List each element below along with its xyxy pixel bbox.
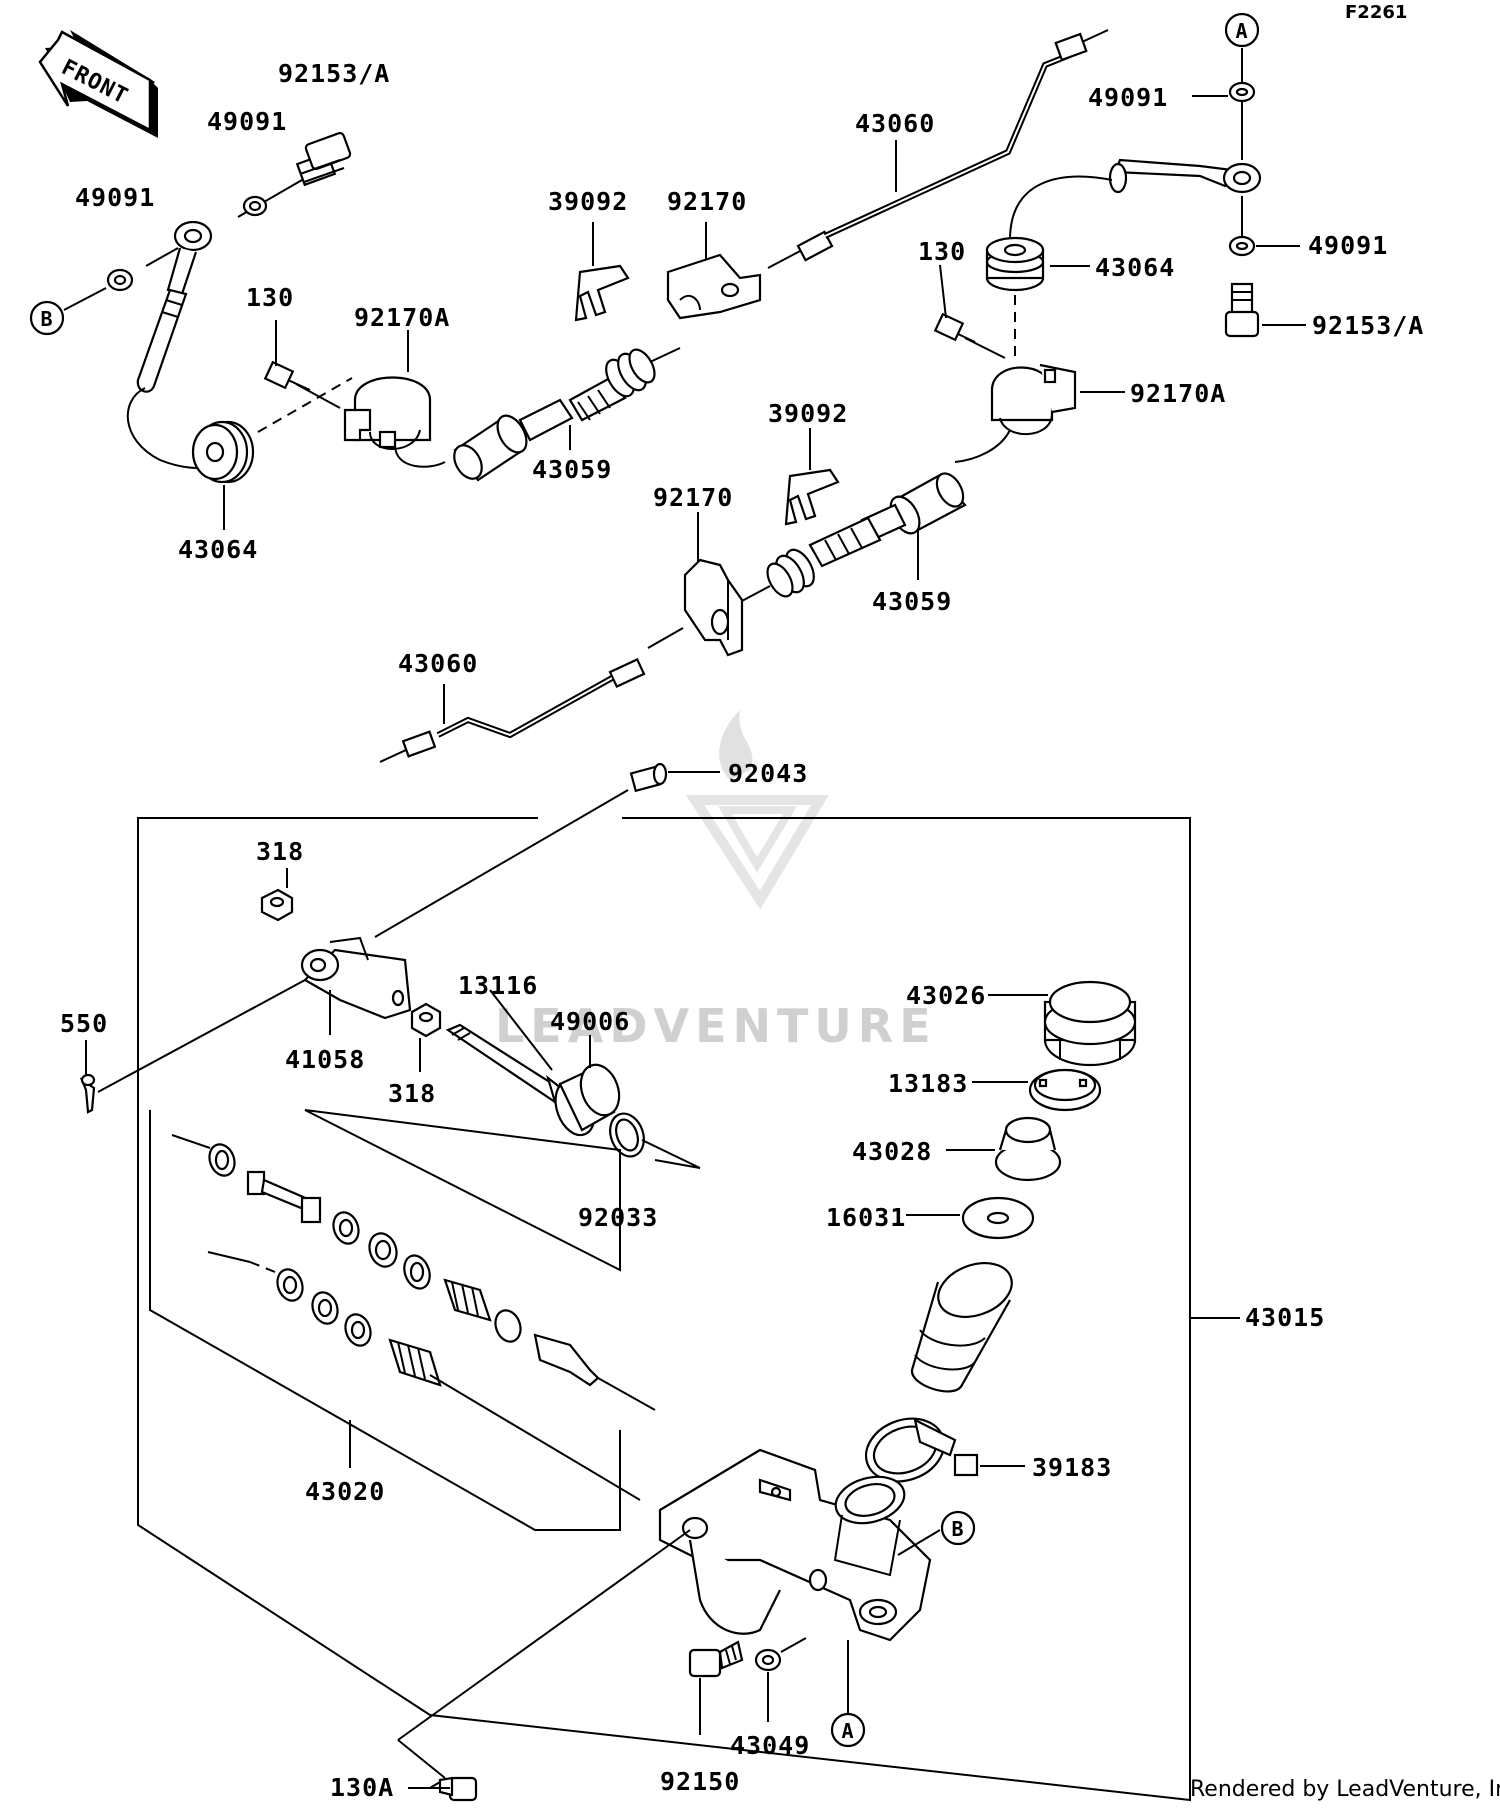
label-92043: 92043 [728, 759, 808, 788]
clip-39092-top [574, 264, 630, 322]
bolt-92150 [688, 1640, 744, 1678]
callout-b-right [940, 1510, 976, 1546]
render-credit: Rendered by LeadVenture, Inc. [1190, 1777, 1500, 1802]
hose-fitting-left [136, 220, 213, 393]
kit-parts-row-2 [276, 1268, 641, 1501]
grommet-43064-left [191, 420, 255, 484]
label-43059-right: 43059 [872, 587, 952, 616]
svg-text:B: B [951, 1517, 964, 1541]
label-92170a-left: 92170A [354, 303, 450, 332]
master-cylinder-body [658, 1448, 932, 1642]
cable-end-43059-right [766, 472, 967, 598]
bolt-130-right [933, 312, 976, 343]
label-92170a-right: 92170A [1130, 379, 1226, 408]
label-49091-left: 49091 [75, 183, 155, 212]
callout-b-left [29, 300, 65, 336]
label-43026: 43026 [906, 981, 986, 1010]
label-130-left: 130 [246, 283, 294, 312]
label-92033: 92033 [578, 1203, 658, 1232]
label-318-top: 318 [256, 837, 304, 866]
watermark-logo-icon: LEADVENTURE [495, 710, 937, 1053]
clip-39092-mid [784, 468, 840, 526]
svg-text:B: B [40, 307, 53, 331]
label-43020: 43020 [305, 1477, 385, 1506]
bracket-92170-top [666, 253, 762, 320]
front-arrow-icon: FRONT [38, 30, 158, 138]
svg-text:A: A [841, 1719, 854, 1743]
brake-pipe-43060-bottom [379, 627, 684, 763]
piston-cup-49006 [554, 1063, 621, 1137]
label-43028: 43028 [852, 1137, 932, 1166]
label-92150: 92150 [660, 1767, 740, 1796]
label-43049: 43049 [730, 1731, 810, 1760]
float-16031 [961, 1196, 1035, 1240]
label-39092-mid: 39092 [768, 399, 848, 428]
hose-clamp-39183 [864, 1417, 979, 1483]
washer-43049 [754, 1648, 782, 1672]
svg-text:A: A [1235, 19, 1248, 43]
label-13183: 13183 [888, 1069, 968, 1098]
assembly-frame-43015 [137, 817, 1191, 1802]
banjo-bolt-right [1224, 282, 1260, 338]
label-49091-right-top: 49091 [1088, 83, 1168, 112]
repair-kit-frame-43020 [149, 1109, 621, 1531]
label-39092-top: 39092 [548, 187, 628, 216]
diaphragm-43028 [994, 1116, 1062, 1182]
label-92170-top: 92170 [667, 187, 747, 216]
clamp-92170a-right [990, 363, 1077, 436]
label-43064-right: 43064 [1095, 253, 1175, 282]
bracket-92170-mid [683, 558, 744, 657]
grommet-43064-right [985, 236, 1045, 292]
brake-pipe-43060-top [767, 29, 1109, 269]
figure-code: F2261 [1345, 2, 1407, 23]
label-13116: 13116 [458, 971, 538, 1000]
clamp-92170a-left [343, 376, 432, 450]
label-92153a-right: 92153/A [1312, 311, 1424, 340]
clevis-41058 [300, 936, 412, 1020]
label-49091-top: 49091 [207, 107, 287, 136]
label-41058: 41058 [285, 1045, 365, 1074]
label-43059-left: 43059 [532, 455, 612, 484]
label-130a: 130A [330, 1773, 394, 1802]
watermark-text: LEADVENTURE [495, 999, 937, 1053]
pin-92043 [629, 762, 668, 793]
label-43064-left: 43064 [178, 535, 258, 564]
callout-a-top [1224, 12, 1260, 48]
label-16031: 16031 [826, 1203, 906, 1232]
nut-318-bottom [410, 1002, 442, 1038]
diaphragm-plate-13183 [1028, 1068, 1102, 1112]
label-318-bottom: 318 [388, 1079, 436, 1108]
label-43060-bottom: 43060 [398, 649, 478, 678]
banjo-bolt-left [295, 131, 352, 187]
label-550: 550 [60, 1009, 108, 1038]
cotter-pin-550 [79, 1073, 96, 1114]
nut-318-top [260, 888, 294, 922]
label-130-right: 130 [918, 237, 966, 266]
label-43015: 43015 [1245, 1303, 1325, 1332]
reservoir-tank [910, 1262, 1013, 1393]
label-92153a-left: 92153/A [278, 59, 390, 88]
kit-parts-row-1 [208, 1143, 656, 1411]
label-43060-top: 43060 [855, 109, 935, 138]
circlip-92033 [609, 1112, 645, 1158]
reservoir-cap-43026 [1043, 980, 1137, 1067]
cable-end-43059-left [453, 348, 656, 482]
label-39183: 39183 [1032, 1453, 1112, 1482]
label-49006: 49006 [550, 1007, 630, 1036]
label-92170-mid: 92170 [653, 483, 733, 512]
bolt-130-left [263, 360, 311, 391]
label-49091-right: 49091 [1308, 231, 1388, 260]
hose-fitting-right [1108, 158, 1262, 194]
